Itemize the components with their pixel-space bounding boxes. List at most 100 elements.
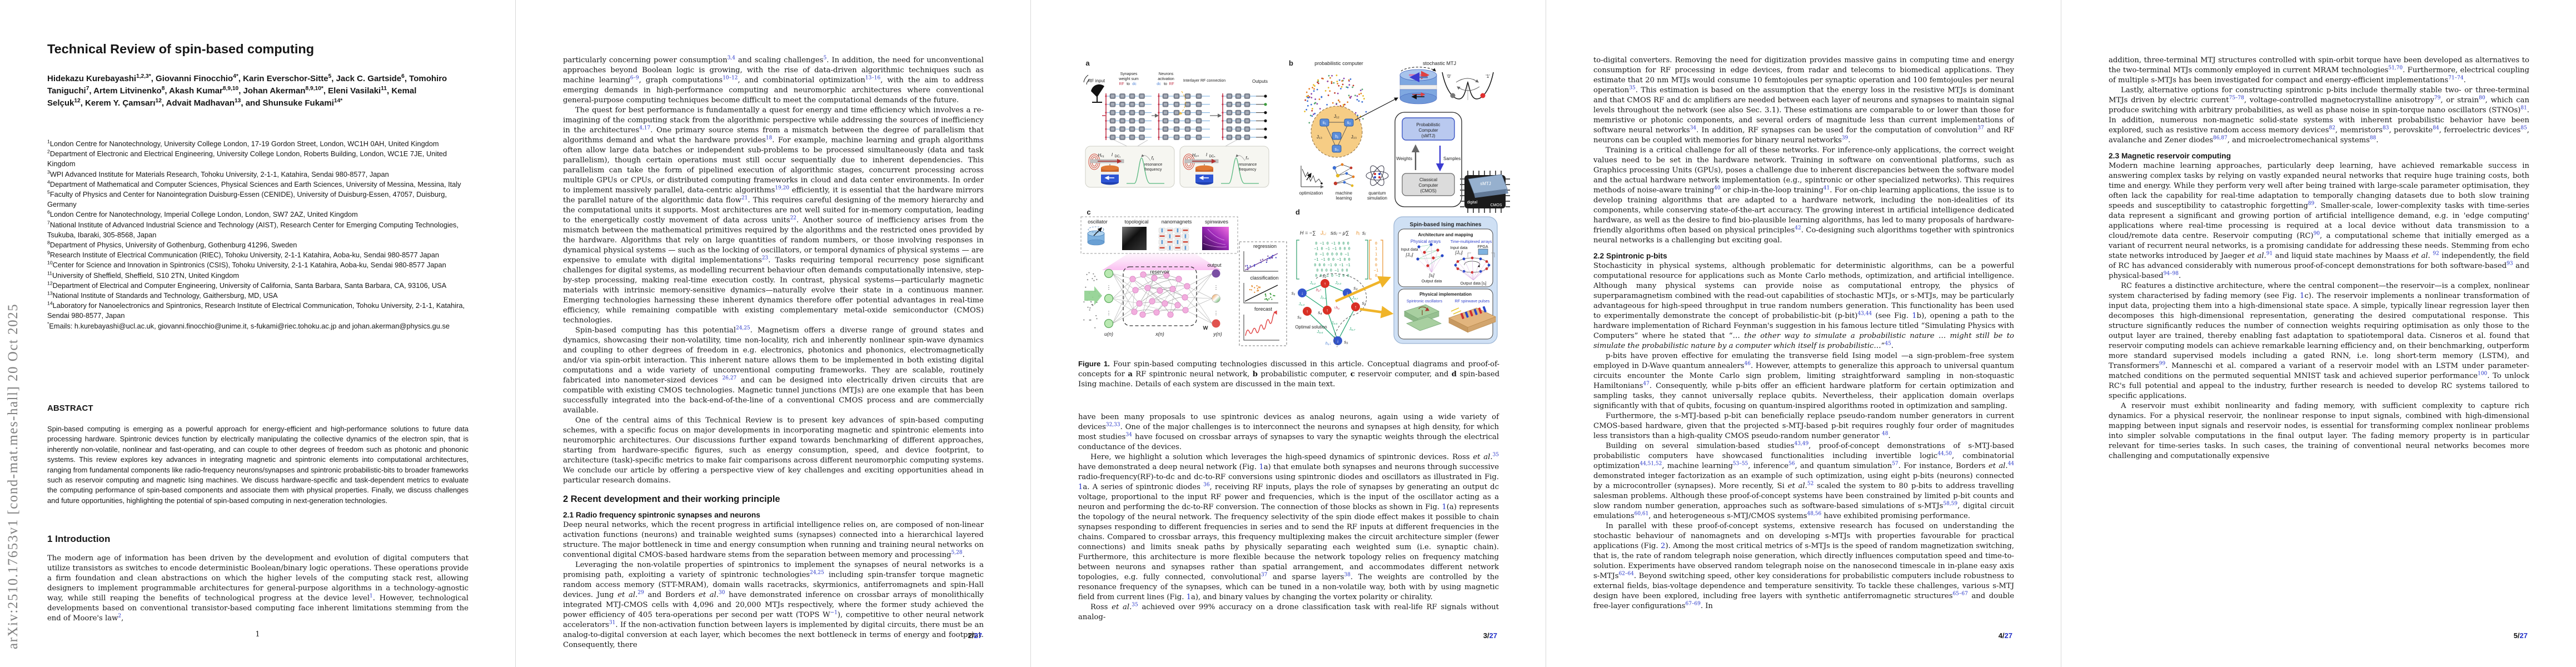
intro-paragraph: The modern age of information has been d… xyxy=(47,554,469,623)
figure-label: s₇ xyxy=(1362,301,1367,306)
figure-label: Physical implementation xyxy=(1419,292,1472,297)
figure-label: to xyxy=(1164,82,1167,86)
figure-label: I xyxy=(1112,152,1113,157)
svg-text:↑: ↑ xyxy=(1306,309,1308,314)
figure-label: forecast xyxy=(1254,306,1273,312)
figure-label: hⱼ xyxy=(1356,230,1361,236)
figure-label: sᵢsⱼ − μ∑ xyxy=(1331,230,1349,236)
figure-label: J₄,₅ xyxy=(1331,321,1337,325)
paragraph: p-bits have proven effective for emulati… xyxy=(1593,352,2014,410)
figure-label: Architecture and mapping xyxy=(1418,232,1473,237)
affiliation-entry: 2Department of Electronic and Electrical… xyxy=(47,148,447,168)
affiliation-entry: 11University of Sheffield, Sheffield, S1… xyxy=(47,270,240,280)
section-heading: 2.2 Spintronic p-bits xyxy=(1593,252,1667,260)
svg-text:1: 1 xyxy=(1375,247,1377,251)
fpga-icon xyxy=(1467,248,1495,257)
figure-label: f₁ xyxy=(1152,156,1154,161)
figure-label: Spintronic oscillators xyxy=(1407,300,1443,303)
page-number: 5/27 xyxy=(2513,631,2528,640)
figure-label: W xyxy=(1203,325,1208,331)
figure-label: J₂,₃ xyxy=(1335,281,1342,285)
figure-label: machine xyxy=(1336,191,1353,196)
figure-label: sMTJ xyxy=(1480,181,1491,186)
figure-label: dc xyxy=(1157,82,1161,86)
paragraph: to-digital converters. Removing the need… xyxy=(1593,56,2015,145)
figure-label: output xyxy=(1207,262,1222,268)
body-text: have been many proposals to use spintron… xyxy=(1078,412,1499,623)
svg-text:0: 0 xyxy=(1375,241,1377,246)
figure-label: quantum xyxy=(1368,191,1386,196)
figure-label: '0' xyxy=(1447,74,1451,79)
figure-1-canvas: 0 −1 0 −1 0 0 0−1 0 −1 −1 0 0 00 −1 0 0 … xyxy=(1080,59,1510,347)
paragraph: Spin-based computing has this potential2… xyxy=(563,325,984,415)
figure-label: activation xyxy=(1158,77,1174,81)
svg-text:0: 0 xyxy=(1375,257,1377,262)
figure-label: resonance xyxy=(1144,163,1163,167)
figure-caption: Figure 1. Four spin-based computing tech… xyxy=(1078,360,1500,389)
figure-label: digital xyxy=(1467,201,1478,205)
figure-label: RF spinwave pulses xyxy=(1455,300,1490,303)
figure-label: s₂ xyxy=(1322,273,1326,278)
figure-label: weight sum xyxy=(1118,77,1139,81)
figure-label: [Jᵢ,ⱼ] xyxy=(1405,252,1413,257)
figure-label: s₂ xyxy=(1347,120,1351,125)
classification-plot xyxy=(1243,283,1278,303)
figure-label: regression xyxy=(1253,243,1277,249)
figure-label: s₅ xyxy=(1344,340,1348,345)
paragraph: Here, we highlight a solution which leve… xyxy=(1078,452,1499,601)
body-text: particularly concerning power consumptio… xyxy=(563,56,984,650)
author-list: Hidekazu Kurebayashi1,2,3*, Giovanni Fin… xyxy=(47,73,447,108)
figure-label: h₂↑ xyxy=(1316,288,1322,292)
svg-text:↓: ↓ xyxy=(1346,291,1348,296)
affiliation-entry: 4Department of Mathematical and Computer… xyxy=(47,179,461,188)
quantum-simulation-icon xyxy=(1366,165,1389,186)
affiliation-entry: 7National Institute of Advanced Industri… xyxy=(47,220,459,239)
figure-label: Outputs xyxy=(1252,79,1268,84)
svg-text:0: 0 xyxy=(1375,273,1377,278)
svg-text:0: 0 xyxy=(1375,263,1377,267)
svg-text:0 −1 0 −1 0 0 0: 0 −1 0 −1 0 0 0 xyxy=(1315,241,1349,246)
figure-label: FPGA xyxy=(1477,245,1488,249)
affiliation-entry: 5Faculty of Physics and Center for Nanoi… xyxy=(47,189,447,209)
spintronic-oscillator-3d xyxy=(1403,304,1442,331)
paragraph: Deep neural networks, which the recent p… xyxy=(563,521,984,559)
paragraph: Ross et al.35 achieved over 99% accuracy… xyxy=(1078,602,1499,621)
figure-label: classification xyxy=(1250,275,1278,281)
figure-label: s₄ xyxy=(1318,310,1322,315)
figure-label: ⋮ xyxy=(1214,285,1219,290)
panel-a-rf-neural-network xyxy=(1083,74,1269,188)
affiliation-entry: 12Department of Electrical and Computer … xyxy=(47,280,447,290)
svg-text:↓: ↓ xyxy=(1301,291,1303,296)
figure-label: h₅↓ xyxy=(1326,342,1331,346)
figure-label: Physical arrays xyxy=(1411,239,1441,244)
figure-label: '1' xyxy=(1486,74,1490,79)
section-heading: 2 Recent development and their working p… xyxy=(563,494,780,504)
figure-label: ⋮ xyxy=(1107,285,1112,290)
paragraph: In parallel with these proof-of-concept … xyxy=(1593,522,2014,610)
svg-text:−1 −1 0 0 −1 0 0: −1 −1 0 0 −1 0 0 xyxy=(1314,257,1350,262)
page-number: 1 xyxy=(255,630,260,639)
affiliation-entry: *Emails: h.kurebayashi@ucl.ac.uk, giovan… xyxy=(47,321,450,330)
figure-label: Input data xyxy=(1401,248,1418,252)
svg-text:↓: ↓ xyxy=(1337,339,1339,344)
figure-label: dc xyxy=(1132,82,1137,86)
paragraph: Leveraging the non-volatile properties o… xyxy=(563,561,984,649)
panel-c-reservoir-computer xyxy=(1080,216,1287,346)
figure-label: Time-multiplexed arrays xyxy=(1451,240,1492,244)
svg-text:0 −1 0 0 0 0 −1: 0 −1 0 0 0 0 −1 xyxy=(1315,252,1349,256)
figure-label: spinwaves xyxy=(1205,219,1229,225)
affiliation-entry: 8Department of Physics, University of Go… xyxy=(47,240,297,250)
affiliation-entry: 14Laboratory for Nanoelectronics and Spi… xyxy=(47,300,465,320)
stochastic-mtj-icon xyxy=(1399,67,1437,104)
figure-label: RF xyxy=(1169,82,1174,86)
figure-label: topological xyxy=(1124,219,1148,225)
figure-label: RF xyxy=(1119,82,1124,86)
figure-label: DCₙ xyxy=(1209,155,1215,158)
svg-text:−1 0 −1 −1 0 0 0: −1 0 −1 −1 0 0 0 xyxy=(1314,247,1350,251)
figure-label: J₂₃ xyxy=(1351,135,1357,140)
svg-text:0 0 −1 0 −1 0 0: 0 0 −1 0 −1 0 0 xyxy=(1315,273,1349,278)
figure-label: c xyxy=(1087,208,1090,216)
figure-label: oscillator xyxy=(1088,219,1108,225)
figure-label: to xyxy=(1127,82,1130,86)
